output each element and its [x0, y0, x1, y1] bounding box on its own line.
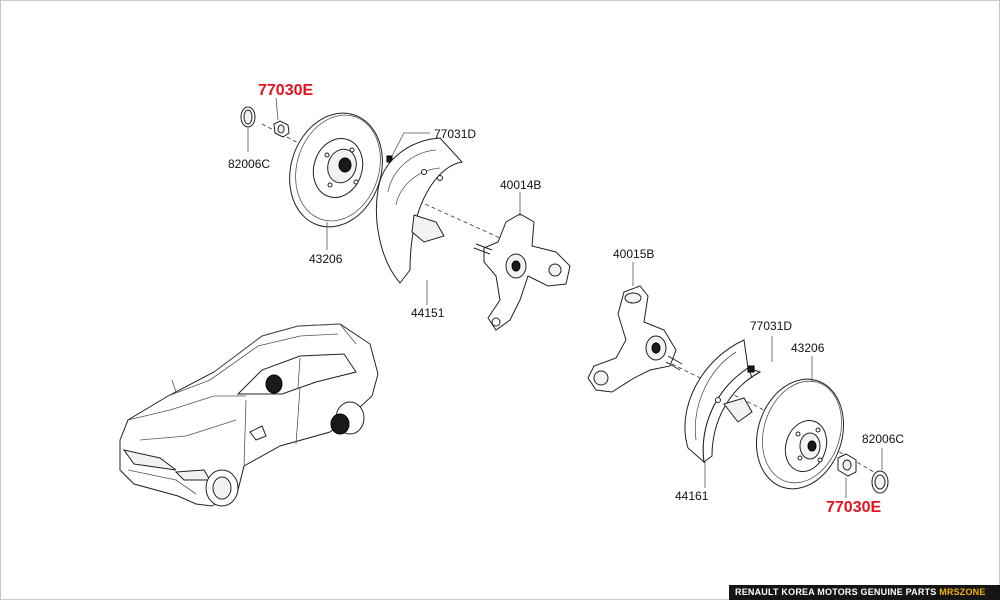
label-44151[interactable]: 44151 [411, 306, 445, 320]
rear-hub-marker [330, 413, 350, 435]
footer-text: RENAULT KOREA MOTORS GENUINE PARTS [735, 587, 937, 597]
label-40014b[interactable]: 40014B [500, 178, 542, 192]
dust-shield-44151[interactable] [375, 137, 464, 284]
footer-banner: RENAULT KOREA MOTORS GENUINE PARTS MRSZO… [729, 585, 1000, 600]
steering-knuckle-40015b[interactable] [587, 285, 683, 393]
label-43206-top[interactable]: 43206 [309, 252, 343, 266]
footer-brand-accent: MRSZONE [939, 587, 986, 597]
hub-nut-77030e-top[interactable] [273, 120, 290, 138]
bolt-77031d-bottom[interactable] [747, 365, 755, 379]
label-43206-bottom[interactable]: 43206 [791, 341, 825, 355]
label-44161[interactable]: 44161 [675, 489, 709, 503]
label-77031d-bottom[interactable]: 77031D [750, 319, 793, 333]
seal-cap-82006c-bottom[interactable] [871, 470, 889, 494]
brake-disc-43206-bottom[interactable] [743, 368, 857, 500]
car-illustration [119, 323, 379, 507]
label-40015b[interactable]: 40015B [613, 247, 655, 261]
hub-nut-77030e-bottom[interactable] [837, 453, 857, 477]
steering-knuckle-40014b[interactable] [473, 213, 571, 331]
label-77030e-bottom[interactable]: 77030E [826, 499, 882, 516]
dust-shield-44161[interactable] [684, 339, 762, 464]
label-77030e-top[interactable]: 77030E [258, 82, 314, 99]
label-82006c-top[interactable]: 82006C [228, 157, 271, 171]
seal-cap-82006c-top[interactable] [240, 106, 256, 128]
label-77031d-top[interactable]: 77031D [434, 127, 477, 141]
front-hub-marker [265, 374, 283, 394]
label-82006c-bottom[interactable]: 82006C [862, 432, 905, 446]
